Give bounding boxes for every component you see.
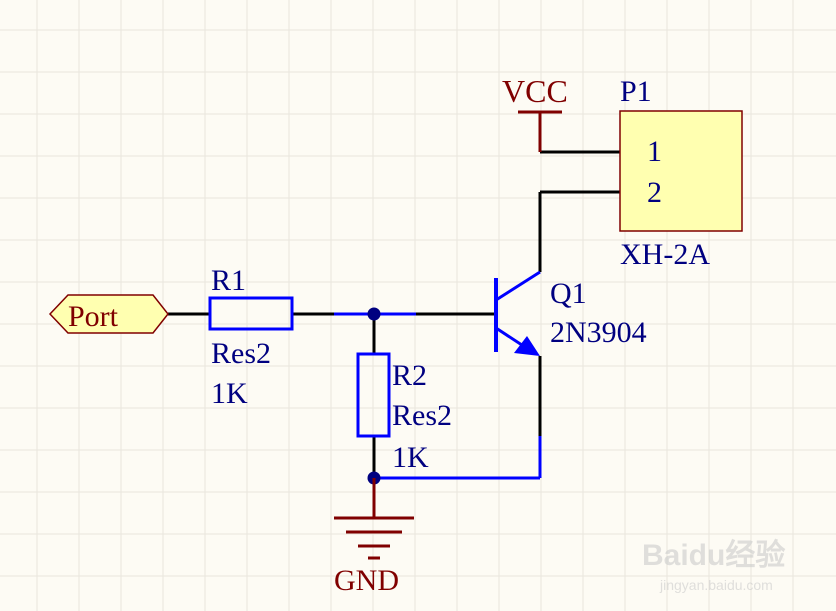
- port-label: Port: [68, 300, 119, 333]
- emitter-arrow: [514, 336, 540, 356]
- connector-p1[interactable]: P1 1 2 XH-2A: [619, 75, 743, 271]
- vcc-power-port[interactable]: VCC: [502, 73, 568, 152]
- baidu-watermark: Baidu经验 jingyan.baidu.com: [642, 538, 785, 593]
- watermark-url: jingyan.baidu.com: [659, 577, 773, 593]
- r2-comment: Res2: [392, 399, 452, 432]
- pin-stubs: [334, 312, 542, 480]
- p1-part: XH-2A: [620, 238, 710, 271]
- transistor-q1[interactable]: Q1 2N3904: [494, 270, 647, 356]
- p1-pin2: 2: [647, 176, 662, 209]
- resistor-r2[interactable]: R2 Res2 1K: [356, 352, 452, 474]
- r2-designator: R2: [392, 359, 427, 392]
- r1-comment: Res2: [211, 337, 271, 370]
- port-connector[interactable]: Port: [48, 294, 169, 334]
- q1-designator: Q1: [550, 277, 587, 310]
- wires: [168, 150, 620, 478]
- q1-part: 2N3904: [550, 316, 647, 349]
- r2-value: 1K: [392, 441, 429, 474]
- junction-dot: [367, 307, 381, 321]
- vcc-label: VCC: [502, 73, 568, 109]
- gnd-label: GND: [334, 564, 399, 597]
- gnd-power-port[interactable]: GND: [334, 478, 414, 597]
- resistor-r1[interactable]: R1 Res2 1K: [208, 264, 294, 410]
- p1-designator: P1: [620, 75, 652, 108]
- watermark-logo: Baidu经验: [642, 538, 785, 572]
- p1-pin1: 1: [647, 135, 662, 168]
- r1-designator: R1: [211, 264, 246, 297]
- r1-value: 1K: [211, 377, 248, 410]
